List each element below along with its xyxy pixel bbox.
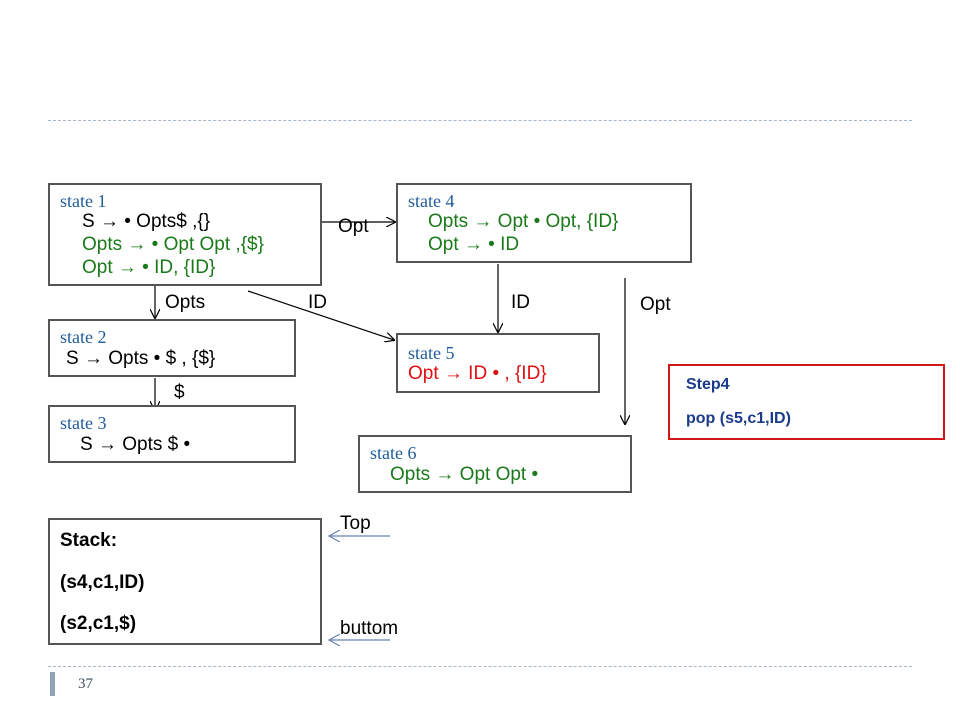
stack-item: (s2,c1,$) — [60, 613, 137, 634]
state-4-title: state 4 — [408, 191, 455, 211]
state-2-item: S → Opts • $ , {$} — [66, 348, 216, 369]
edge-s1-s5 — [247, 290, 394, 340]
top-divider — [48, 120, 912, 121]
state-5-title: state 5 — [408, 343, 455, 363]
edge-label-s1-s4: Opt — [338, 216, 369, 237]
top-pointer-label: Top — [340, 513, 371, 534]
state-1-item: S → • Opts$ ,{} — [82, 211, 211, 232]
state-3-title: state 3 — [60, 413, 107, 433]
state-6-item: Opts → Opt Opt • — [390, 464, 539, 485]
state-1-item: Opt → • ID, {ID} — [82, 257, 216, 278]
stack-title: Stack: — [60, 530, 118, 551]
state-1-title: state 1 — [60, 191, 107, 211]
stack-box: Stack: (s4,c1,ID) (s2,c1,$) — [48, 518, 322, 645]
edge-label-s2-s3: $ — [174, 382, 185, 403]
stack-item: (s4,c1,ID) — [60, 572, 145, 593]
state-4-box: state 4 Opts → Opt • Opt, {ID} Opt → • I… — [396, 183, 692, 263]
step-action: pop (s5,c1,ID) — [686, 410, 791, 427]
bottom-pointer-label: buttom — [340, 618, 399, 639]
footer-accent-bar — [50, 672, 55, 696]
state-4-item: Opt → • ID — [428, 234, 520, 255]
edge-label-s1-s5: ID — [308, 292, 327, 313]
state-2-box: state 2 S → Opts • $ , {$} — [48, 319, 296, 377]
edge-label-s4-s6: Opt — [640, 294, 671, 315]
state-5-item: Opt → ID • , {ID} — [408, 363, 547, 384]
edge-label-s1-s2: Opts — [165, 292, 206, 313]
state-5-box: state 5 Opt → ID • , {ID} — [396, 333, 600, 393]
state-3-item: S → Opts $ • — [80, 434, 191, 455]
bottom-divider — [48, 666, 912, 667]
page-number: 37 — [78, 676, 93, 692]
state-1-item: Opts → • Opt Opt ,{$} — [82, 234, 264, 255]
state-6-title: state 6 — [370, 443, 417, 463]
step-box: Step4 pop (s5,c1,ID) — [668, 364, 945, 440]
state-3-box: state 3 S → Opts $ • — [48, 405, 296, 463]
state-1-box: state 1 S → • Opts$ ,{} Opts → • Opt Opt… — [48, 183, 322, 286]
edge-label-s4-s5: ID — [511, 292, 530, 313]
state-6-box: state 6 Opts → Opt Opt • — [358, 435, 632, 493]
step-title: Step4 — [686, 376, 730, 393]
state-4-item: Opts → Opt • Opt, {ID} — [428, 211, 619, 232]
state-2-title: state 2 — [60, 327, 107, 347]
